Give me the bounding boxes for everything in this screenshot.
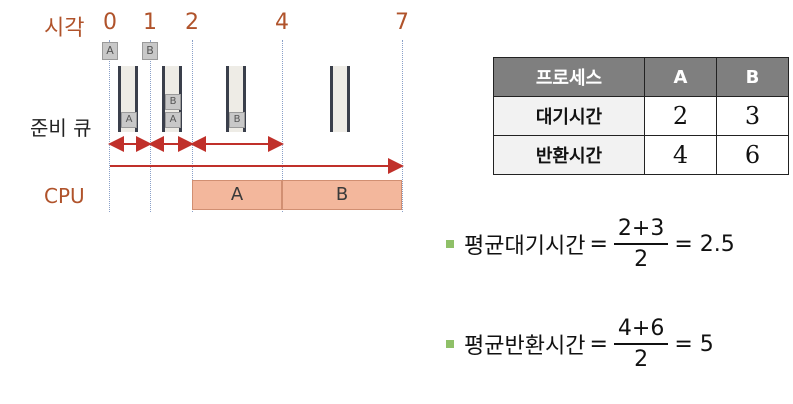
time-guide-2 xyxy=(192,40,193,212)
formula-label: 평균대기시간 xyxy=(464,234,586,259)
time-guide-4 xyxy=(282,40,283,212)
queue-item: A xyxy=(121,112,137,128)
bullet-icon xyxy=(446,340,454,348)
table-header: 프로세스 xyxy=(493,57,645,97)
formula-result: 2.5 xyxy=(699,231,735,257)
equals-sign: = xyxy=(589,231,608,257)
queue-snapshot-t2: B xyxy=(226,66,246,132)
row-label: 대기시간 xyxy=(493,96,645,136)
time-tick-1: 1 xyxy=(143,10,157,35)
queue-item: B xyxy=(165,94,181,110)
ready-queue-label: 준비 큐 xyxy=(30,116,92,140)
time-label: 시각 xyxy=(44,16,85,41)
numerator: 2+3 xyxy=(613,216,669,245)
cpu-label: CPU xyxy=(44,184,85,208)
avg-turnaround-formula: 평균반환시간 = 4+6 2 = 5 xyxy=(446,316,714,372)
queue-snapshot-t4 xyxy=(330,66,350,132)
time-guide-0 xyxy=(109,40,110,212)
table-row: 대기시간 2 3 xyxy=(493,96,789,136)
arrival-b: B xyxy=(142,42,158,60)
fraction: 2+3 2 xyxy=(613,216,669,272)
process-table: 프로세스 A B 대기시간 2 3 반환시간 4 6 xyxy=(493,57,789,175)
cpu-block-b: B xyxy=(282,180,402,210)
table-cell: 2 xyxy=(644,96,717,136)
time-guide-1 xyxy=(150,40,151,212)
table-cell: 4 xyxy=(644,135,717,175)
table-cell: 3 xyxy=(716,96,789,136)
time-tick-4: 4 xyxy=(275,10,289,35)
cpu-block-a: A xyxy=(192,180,282,210)
queue-item: A xyxy=(165,112,181,128)
table-header: A xyxy=(644,57,717,97)
queue-snapshot-t0: A xyxy=(118,66,138,132)
denominator: 2 xyxy=(634,247,649,272)
time-tick-2: 2 xyxy=(185,10,199,35)
queue-snapshot-t1: B A xyxy=(162,66,182,132)
queue-item: B xyxy=(229,112,245,128)
table-row: 반환시간 4 6 xyxy=(493,135,789,175)
wait-turnaround-arrows xyxy=(108,136,404,174)
wait-arrow-segments xyxy=(108,136,404,174)
fraction: 4+6 2 xyxy=(613,316,669,372)
formula-label: 평균반환시간 xyxy=(464,334,586,359)
time-guide-7 xyxy=(402,40,403,212)
bullet-icon xyxy=(446,240,454,248)
formula-result: 5 xyxy=(699,331,714,357)
table-header-row: 프로세스 A B xyxy=(493,57,789,97)
time-tick-7: 7 xyxy=(395,10,409,35)
arrival-a: A xyxy=(102,42,118,60)
table-header: B xyxy=(716,57,789,97)
time-tick-0: 0 xyxy=(103,10,117,35)
equals-sign: = xyxy=(674,331,700,357)
numerator: 4+6 xyxy=(613,316,669,345)
equals-sign: = xyxy=(589,331,608,357)
avg-wait-formula: 평균대기시간 = 2+3 2 = 2.5 xyxy=(446,216,735,272)
row-label: 반환시간 xyxy=(493,135,645,175)
denominator: 2 xyxy=(634,347,649,372)
equals-sign: = xyxy=(674,231,700,257)
table-cell: 6 xyxy=(716,135,789,175)
